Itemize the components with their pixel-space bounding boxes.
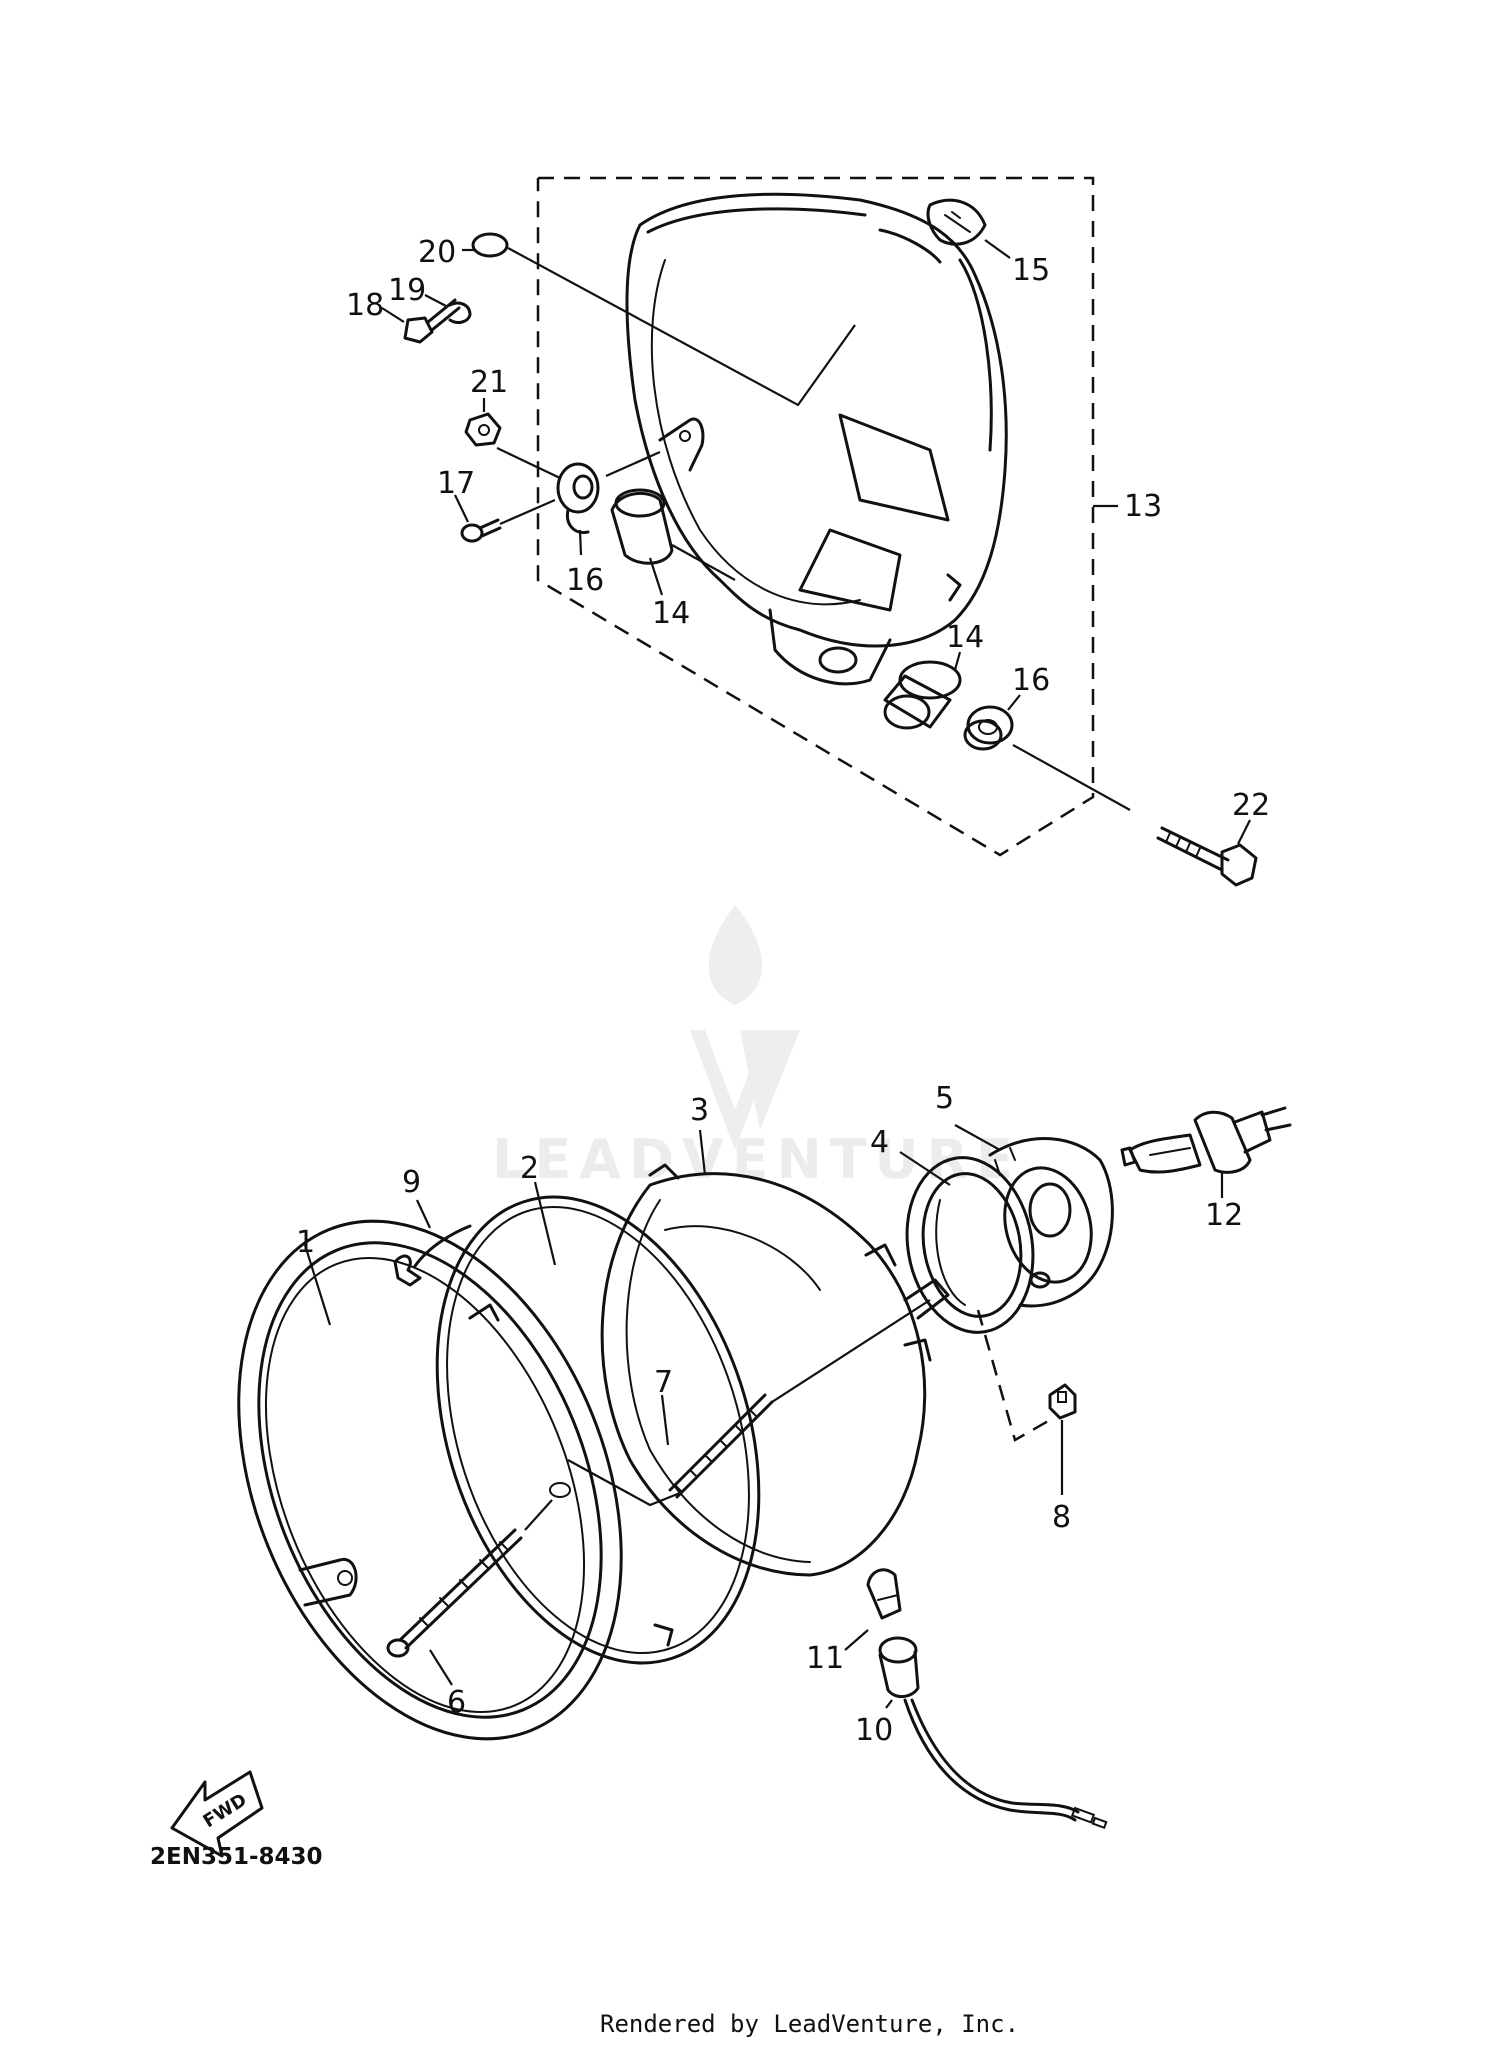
callout-2: 2 <box>520 1151 539 1186</box>
callout-20: 20 <box>418 235 456 270</box>
part-7-spring <box>668 1393 774 1499</box>
part-16-grommet-left <box>556 462 600 535</box>
callout-4: 4 <box>870 1125 889 1160</box>
callout-13: 13 <box>1124 489 1162 524</box>
part-18-bolt <box>403 298 461 344</box>
fwd-label: FWD <box>200 1789 251 1832</box>
callout-10: 10 <box>855 1713 893 1748</box>
callout-12: 12 <box>1205 1198 1243 1233</box>
callout-17: 17 <box>437 466 475 501</box>
headlight-housing <box>625 192 1008 686</box>
callout-5: 5 <box>935 1081 954 1116</box>
watermark-text: LEADVENTURE <box>492 1128 1021 1191</box>
part-11-pilot-bulb <box>866 1568 902 1620</box>
callout-14-right: 14 <box>946 620 984 655</box>
callout-19: 19 <box>388 273 426 308</box>
assembly-boundary <box>536 176 1095 857</box>
callout-7: 7 <box>654 1365 673 1400</box>
fwd-arrow-icon <box>170 1770 264 1858</box>
callout-8: 8 <box>1052 1500 1071 1535</box>
part-5-socket-cover <box>988 1137 1114 1308</box>
part-12-halogen-bulb <box>1120 1106 1292 1174</box>
callout-14-left: 14 <box>652 596 690 631</box>
part-9-clip <box>393 1224 472 1287</box>
part-19-lock-washer <box>448 301 472 324</box>
part-4-socket-ring <box>905 1156 1035 1334</box>
part-8-connector <box>1048 1383 1077 1420</box>
part-20-washer <box>471 232 509 258</box>
part-2-retaining-ring <box>435 1195 761 1665</box>
part-10-pilot-socket <box>878 1636 1108 1830</box>
callout-16-right: 16 <box>1012 663 1050 698</box>
part-15-clip <box>926 198 987 246</box>
watermark-logo <box>690 905 800 1150</box>
part-16-grommet-right <box>963 705 1014 751</box>
callout-3: 3 <box>690 1093 709 1128</box>
part-14-bushing-right <box>883 660 962 730</box>
part-6-adjusting-screw <box>386 1482 571 1658</box>
part-1-headlight-rim <box>237 1219 623 1741</box>
part-14-bushing-left <box>610 488 674 565</box>
callout-22: 22 <box>1232 788 1270 823</box>
part-17-screw <box>460 518 502 543</box>
part-22-bolt <box>1156 826 1258 887</box>
part-21-nut <box>464 412 502 447</box>
rendered-by-footer: Rendered by LeadVenture, Inc. <box>600 2010 1019 2038</box>
callout-21: 21 <box>470 365 508 400</box>
callout-11: 11 <box>806 1641 844 1676</box>
callout-9: 9 <box>402 1165 421 1200</box>
callout-18: 18 <box>346 288 384 323</box>
callout-15: 15 <box>1012 253 1050 288</box>
part-3-lens-unit <box>600 1163 950 1577</box>
reference-code: 2EN351-8430 <box>150 1844 323 1870</box>
callout-16-left: 16 <box>566 563 604 598</box>
callout-1: 1 <box>296 1225 315 1260</box>
callout-6: 6 <box>447 1685 466 1720</box>
